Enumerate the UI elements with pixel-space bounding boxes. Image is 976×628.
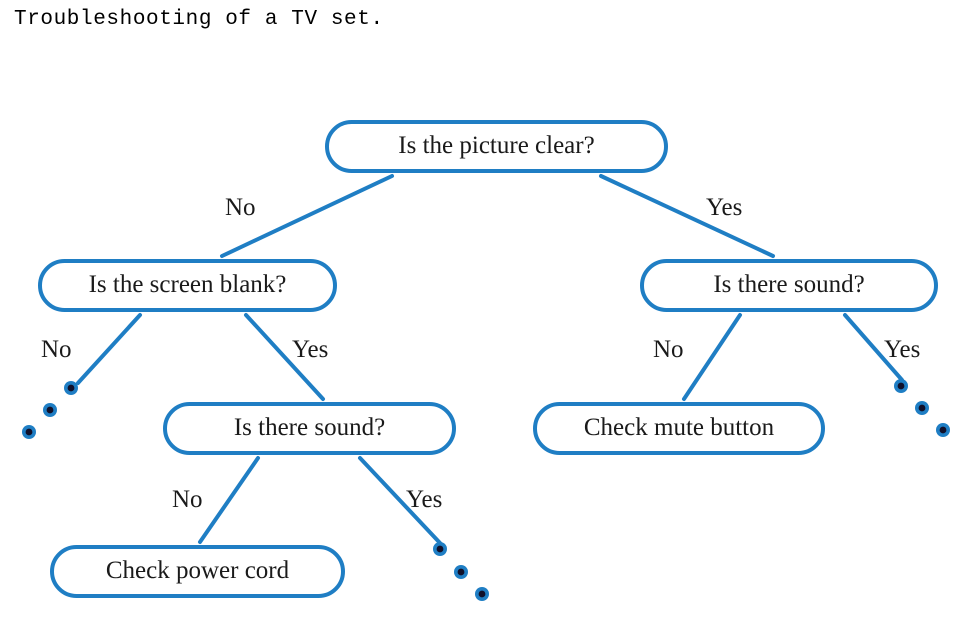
ellipsis-dots-group xyxy=(22,379,950,601)
tree-node-n3[interactable]: Is there sound? xyxy=(640,259,938,312)
tree-node-n5[interactable]: Check mute button xyxy=(533,402,825,455)
tree-node-n1[interactable]: Is the picture clear? xyxy=(325,120,668,173)
ellipsis-dot-core xyxy=(436,545,444,553)
tree-node-n6[interactable]: Check power cord xyxy=(50,545,345,598)
edge-label-yes-1: Yes xyxy=(706,194,743,221)
tree-edge-n1-n2 xyxy=(220,174,394,258)
ellipsis-ell-right xyxy=(894,379,950,437)
tree-node-n2[interactable]: Is the screen blank? xyxy=(38,259,337,312)
ellipsis-ell-mid xyxy=(433,542,489,601)
figure-caption: Troubleshooting of a TV set. xyxy=(14,8,384,31)
edge-label-no-4: No xyxy=(653,336,684,363)
tree-node-label: Is there sound? xyxy=(233,414,386,441)
ellipsis-dot-core xyxy=(457,568,465,576)
ellipsis-dot-core xyxy=(25,428,33,436)
tree-node-n4[interactable]: Is there sound? xyxy=(163,402,456,455)
tree-edge-n2-ell-left xyxy=(76,313,142,385)
ellipsis-dot-core xyxy=(67,384,75,392)
ellipsis-dot-core xyxy=(478,590,486,598)
edge-label-yes-3: Yes xyxy=(292,336,329,363)
edge-label-no-2: No xyxy=(41,336,72,363)
ellipsis-ell-left xyxy=(22,381,78,439)
tree-node-label: Is the picture clear? xyxy=(398,132,595,159)
edge-label-yes-5: Yes xyxy=(884,336,921,363)
tree-edge-n2-n4 xyxy=(244,313,325,401)
edge-label-yes-7: Yes xyxy=(406,486,443,513)
tree-node-label: Check power cord xyxy=(105,557,290,584)
ellipsis-dot-core xyxy=(939,426,947,434)
edge-label-no-6: No xyxy=(172,486,203,513)
ellipsis-dot-core xyxy=(46,406,54,414)
tree-edge-n4-n6 xyxy=(198,456,260,544)
tree-node-label: Is there sound? xyxy=(713,271,865,298)
edge-label-no-0: No xyxy=(225,194,256,221)
tree-node-label: Check mute button xyxy=(583,414,775,441)
tree-edge-n4-ell-mid xyxy=(358,456,442,545)
ellipsis-dot-core xyxy=(897,382,905,390)
ellipsis-dot-core xyxy=(918,404,926,412)
tree-edge-n3-ell-right xyxy=(843,313,904,382)
tree-edge-n3-n5 xyxy=(682,313,742,401)
tree-edge-n1-n3 xyxy=(599,174,775,258)
edge-lines-group xyxy=(76,174,904,545)
tree-node-label: Is the screen blank? xyxy=(88,271,287,298)
